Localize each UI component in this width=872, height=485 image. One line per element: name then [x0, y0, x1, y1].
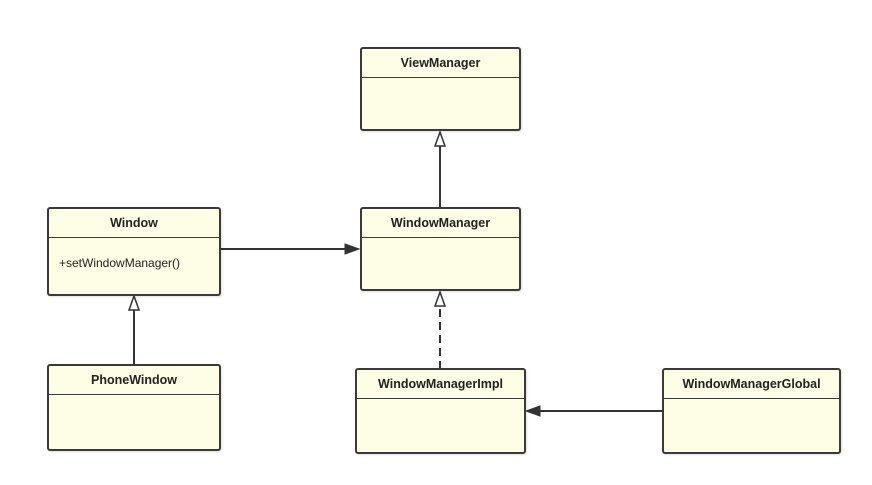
class-window[interactable]: Window +setWindowManager() [47, 207, 221, 296]
class-body: +setWindowManager() [49, 256, 219, 270]
class-name: WindowManagerGlobal [664, 370, 839, 399]
hollow-arrowhead-windowmanager [433, 289, 447, 307]
class-windowmanagerimpl[interactable]: WindowManagerImpl [355, 368, 526, 454]
class-viewmanager[interactable]: ViewManager [360, 47, 521, 131]
hollow-arrowhead-window [127, 293, 141, 311]
filled-arrowhead-windowmanagerimpl [524, 405, 541, 417]
class-name: WindowManagerImpl [357, 370, 524, 399]
hollow-arrowhead-viewmanager [433, 129, 447, 147]
class-windowmanager[interactable]: WindowManager [360, 207, 521, 291]
class-name: WindowManager [362, 209, 519, 238]
class-phonewindow[interactable]: PhoneWindow [47, 364, 221, 451]
class-windowmanagerglobal[interactable]: WindowManagerGlobal [662, 368, 841, 454]
filled-arrowhead-windowmanager [344, 243, 361, 255]
method-setwindowmanager: +setWindowManager() [59, 256, 181, 270]
class-name: PhoneWindow [49, 366, 219, 395]
class-name: ViewManager [362, 49, 519, 78]
class-name: Window [49, 209, 219, 238]
